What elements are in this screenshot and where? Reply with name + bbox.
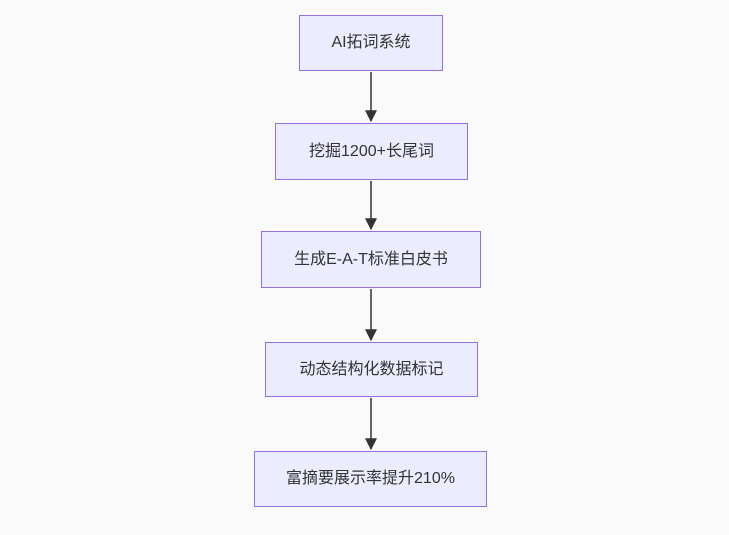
- flow-node-label: 动态结构化数据标记: [299, 360, 444, 378]
- flow-node-ai-word-expansion-system: AI拓词系统: [299, 15, 443, 71]
- flow-node-label: 生成E-A-T标准白皮书: [294, 250, 448, 268]
- flow-node-label: 富摘要展示率提升210%: [286, 470, 455, 488]
- flow-node-label: 挖掘1200+长尾词: [309, 142, 434, 160]
- flow-node-dynamic-structured-data-markup: 动态结构化数据标记: [265, 342, 478, 397]
- flow-node-mine-longtail-keywords: 挖掘1200+长尾词: [275, 123, 468, 180]
- flow-node-label: AI拓词系统: [331, 34, 411, 52]
- flow-node-generate-eat-whitepaper: 生成E-A-T标准白皮书: [261, 231, 481, 288]
- flow-node-rich-snippet-rate-increase: 富摘要展示率提升210%: [254, 451, 487, 507]
